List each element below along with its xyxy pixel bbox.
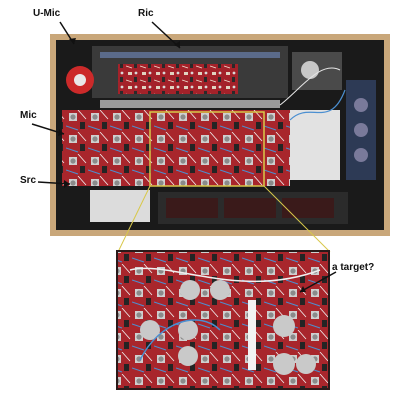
inset-component-6	[273, 315, 295, 337]
main-photo	[50, 34, 390, 236]
inset-photo	[116, 250, 330, 390]
battery-slot-2	[224, 198, 276, 218]
arrow-ric	[151, 21, 181, 49]
callout-ric: Ric	[138, 8, 154, 19]
inset-component-5	[178, 346, 198, 366]
callout-target: a target?	[332, 262, 375, 273]
connector-2	[354, 123, 368, 137]
inset-wire-white	[129, 267, 321, 283]
inset-wire-blue	[139, 319, 221, 361]
wire-blue	[289, 89, 346, 121]
arrow-target	[299, 271, 337, 293]
battery-slot-1	[166, 198, 218, 218]
zoom-region-outline	[149, 111, 265, 187]
callout-src: Src	[20, 175, 37, 186]
inset-component-4	[178, 320, 198, 340]
arrow-mic-head	[58, 129, 64, 136]
inset-component-1	[180, 280, 200, 300]
inset-component-2	[210, 280, 230, 300]
inset-pcb	[118, 252, 328, 388]
inset-component-7	[273, 353, 295, 375]
connector-3	[354, 148, 368, 162]
zoom-line-left	[117, 185, 151, 253]
arrow-u-mic-head	[69, 38, 76, 44]
connector-1	[354, 98, 368, 112]
callout-u-mic: U-Mic	[33, 8, 61, 19]
metal-bar	[100, 100, 280, 108]
inset-component-3	[140, 320, 160, 340]
left-knob-center	[74, 74, 86, 86]
arrow-src-head	[64, 180, 70, 188]
main-pcb	[62, 110, 290, 186]
transformer-cap	[301, 61, 319, 79]
zoom-line-right	[263, 185, 331, 253]
battery-slot-3	[282, 198, 334, 218]
callout-mic: Mic	[20, 110, 37, 121]
arrow-ric-head	[174, 41, 180, 48]
arrow-target-head	[300, 286, 306, 292]
tuner-board	[118, 64, 238, 94]
inset-component-8	[296, 354, 316, 374]
tuning-rail	[100, 52, 280, 58]
inset-white-bar	[248, 300, 256, 370]
bottom-module	[90, 190, 150, 222]
speaker-module	[290, 110, 340, 180]
wire-white	[279, 67, 341, 106]
